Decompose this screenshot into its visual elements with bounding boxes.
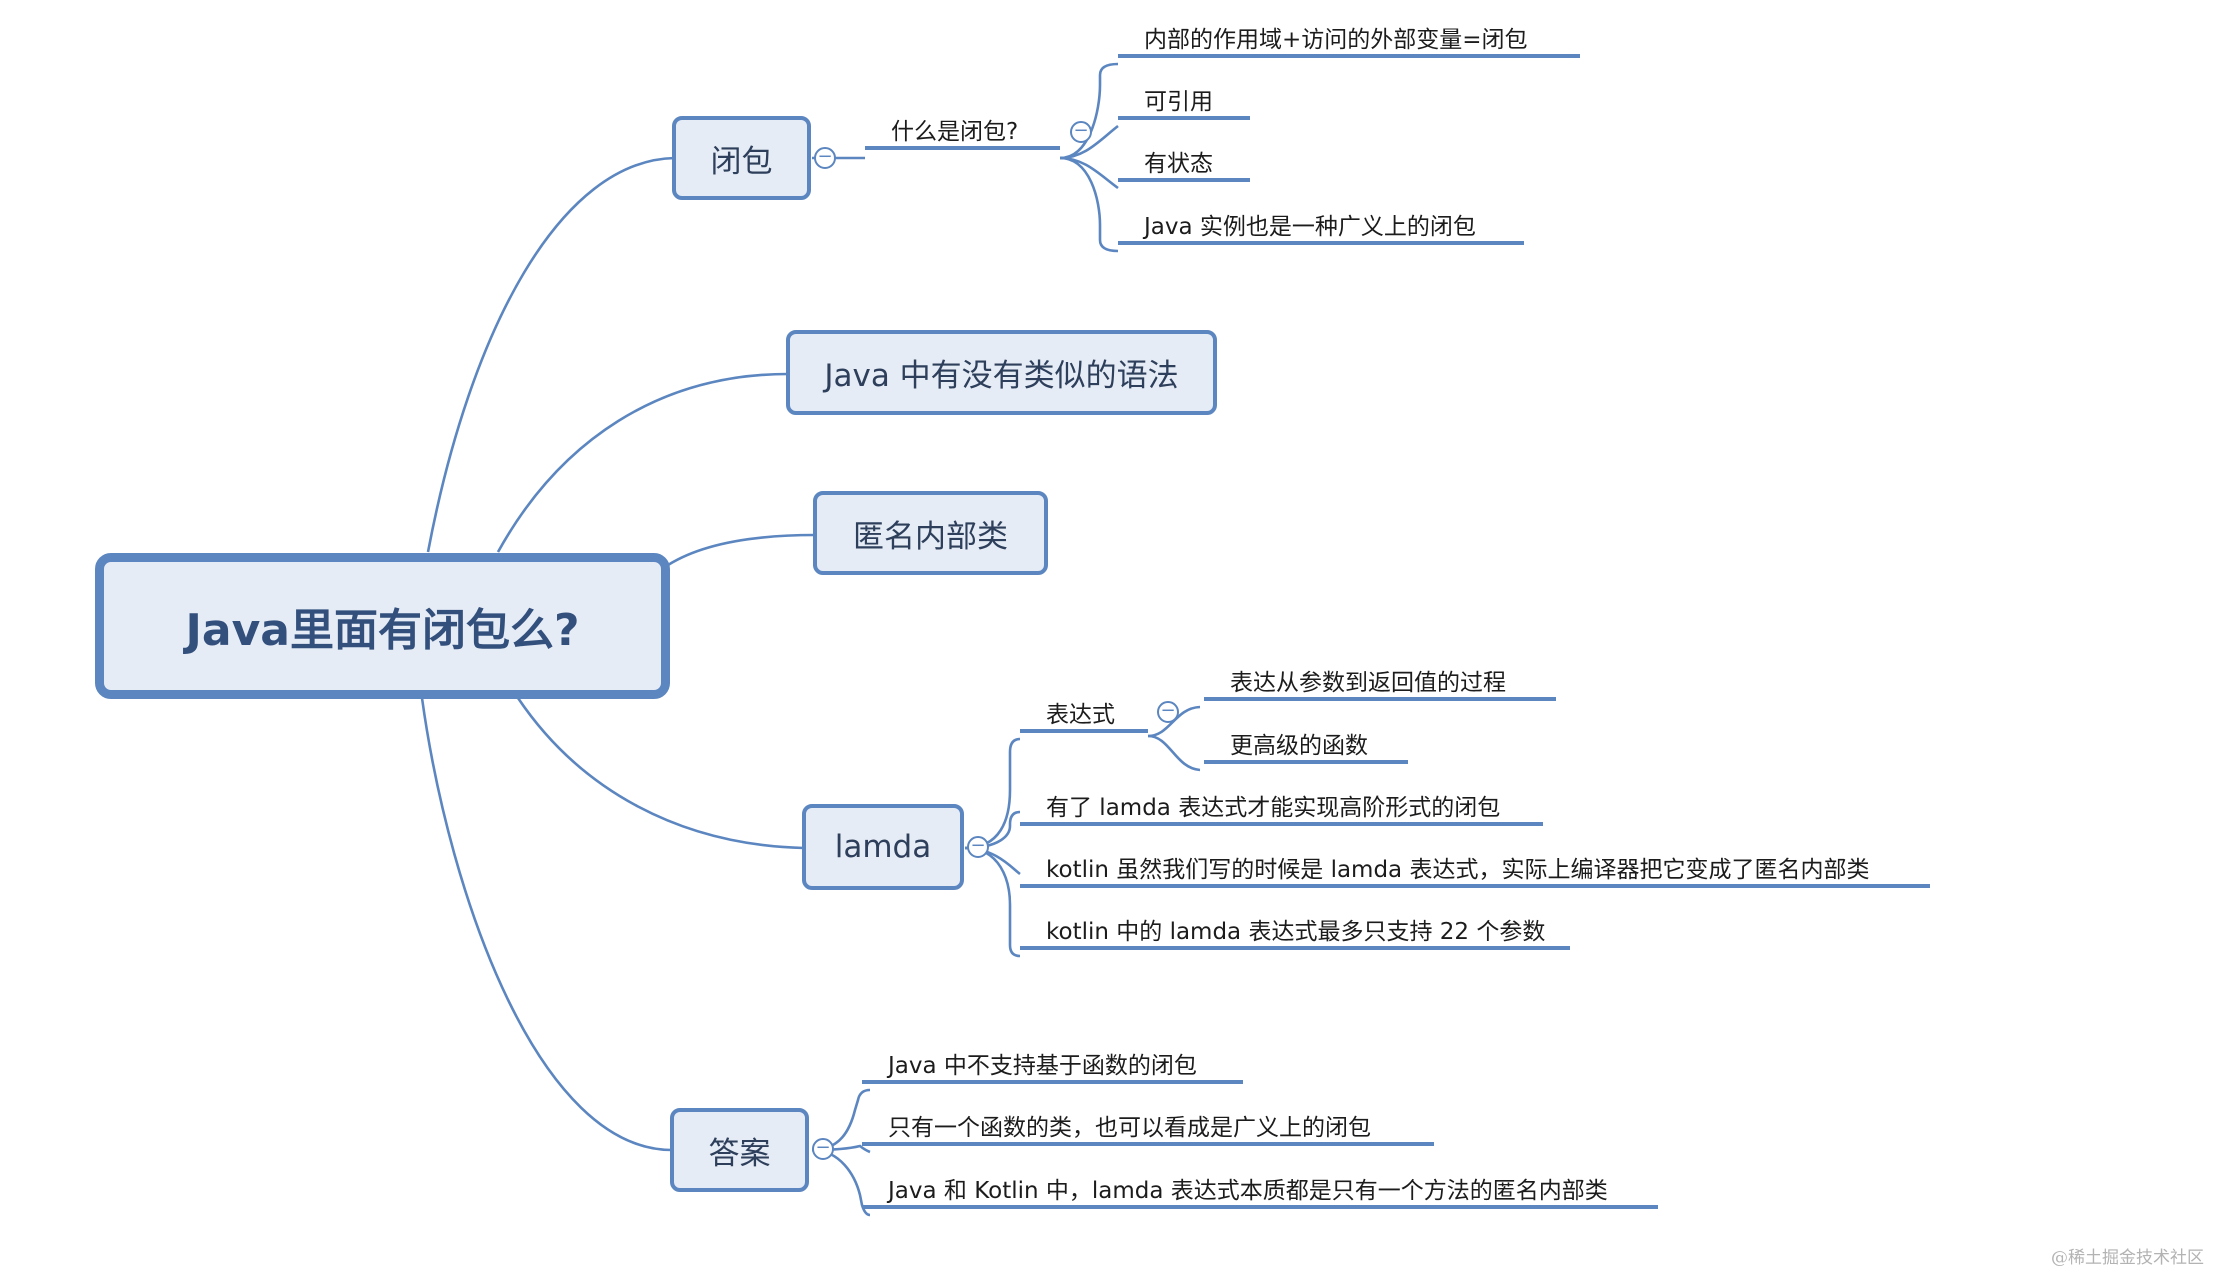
topic-java-syntax[interactable]: Java 中有没有类似的语法: [786, 330, 1217, 415]
link-root-syntax: [496, 372, 789, 553]
collapse-toggle-answer[interactable]: −: [812, 1138, 834, 1160]
link-root-closure: [426, 156, 676, 553]
leaf-lamda-higher-order-closure[interactable]: 有了 lamda 表达式才能实现高阶形式的闭包: [1020, 794, 1543, 826]
leaf-closure-definition[interactable]: 内部的作用域+访问的外部变量=闭包: [1118, 26, 1580, 58]
watermark: @稀土掘金技术社区: [2051, 1248, 2204, 1268]
collapse-toggle-expression[interactable]: −: [1157, 701, 1179, 723]
leaf-java-instance-closure[interactable]: Java 实例也是一种广义上的闭包: [1118, 213, 1524, 245]
leaf-stateful[interactable]: 有状态: [1118, 150, 1250, 182]
root-topic[interactable]: Java里面有闭包么?: [95, 553, 670, 699]
collapse-toggle-what-is-closure[interactable]: −: [1070, 121, 1092, 143]
leaf-single-function-class[interactable]: 只有一个函数的类，也可以看成是广义上的闭包: [862, 1114, 1434, 1146]
link-root-answer: [420, 697, 673, 1152]
leaf-referenceable[interactable]: 可引用: [1118, 88, 1250, 120]
leaf-higher-order-function[interactable]: 更高级的函数: [1204, 732, 1408, 764]
leaf-kotlin-lamda-compiled[interactable]: kotlin 虽然我们写的时候是 lamda 表达式，实际上编译器把它变成了匿名…: [1020, 856, 1930, 888]
subtopic-expression[interactable]: 表达式: [1020, 701, 1148, 733]
leaf-kotlin-lamda-22-params[interactable]: kotlin 中的 lamda 表达式最多只支持 22 个参数: [1020, 918, 1570, 950]
collapse-toggle-lamda[interactable]: −: [967, 836, 989, 858]
leaf-lamda-essence[interactable]: Java 和 Kotlin 中，lamda 表达式本质都是只有一个方法的匿名内部…: [862, 1177, 1658, 1209]
leaf-param-to-return[interactable]: 表达从参数到返回值的过程: [1204, 669, 1556, 701]
leaf-java-no-function-closure[interactable]: Java 中不支持基于函数的闭包: [862, 1052, 1243, 1084]
topic-answer[interactable]: 答案: [670, 1108, 809, 1192]
topic-closure[interactable]: 闭包: [672, 116, 811, 200]
link-root-lamda: [516, 697, 805, 850]
topic-lamda[interactable]: lamda: [802, 804, 964, 890]
subtopic-what-is-closure[interactable]: 什么是闭包?: [865, 118, 1060, 150]
link-root-anon: [667, 533, 816, 567]
collapse-toggle-closure[interactable]: −: [814, 147, 836, 169]
topic-anonymous-inner-class[interactable]: 匿名内部类: [813, 491, 1048, 575]
